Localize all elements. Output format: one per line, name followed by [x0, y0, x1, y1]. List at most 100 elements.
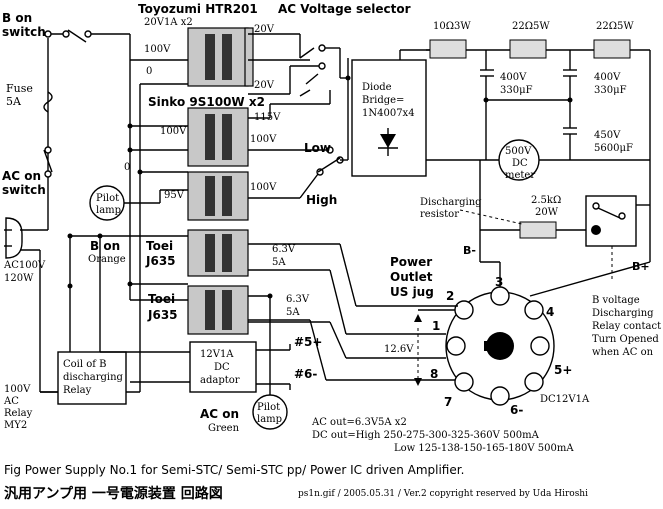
svg-text:J635: J635	[145, 254, 176, 268]
svg-text:2.5kΩ: 2.5kΩ	[531, 195, 561, 206]
svg-text:400V: 400V	[500, 72, 527, 83]
svg-text:Pilot: Pilot	[257, 402, 280, 413]
svg-text:22Ω5W: 22Ω5W	[596, 21, 634, 32]
svg-text:MY2: MY2	[4, 420, 27, 431]
svg-text:100V: 100V	[160, 126, 187, 137]
svg-text:5A: 5A	[272, 257, 286, 268]
svg-text:meter: meter	[505, 170, 535, 181]
svg-text:AC Voltage selector: AC Voltage selector	[278, 2, 411, 16]
svg-text:DC: DC	[512, 158, 528, 169]
svg-text:20V1A x2: 20V1A x2	[144, 17, 193, 28]
svg-text:Toyozumi HTR201: Toyozumi HTR201	[138, 2, 258, 16]
transformer-sinko-2	[187, 171, 249, 221]
svg-text:6.3V: 6.3V	[286, 294, 310, 305]
svg-text:1: 1	[432, 319, 440, 333]
svg-text:Sinko 9S100W x2: Sinko 9S100W x2	[148, 95, 265, 109]
svg-text:10Ω3W: 10Ω3W	[433, 21, 471, 32]
svg-text:Bridge=: Bridge=	[362, 95, 404, 106]
svg-text:Discharging: Discharging	[592, 308, 654, 319]
svg-text:Relay: Relay	[4, 408, 33, 419]
svg-text:lamp: lamp	[96, 205, 121, 216]
svg-text:Coil of B: Coil of B	[63, 359, 107, 370]
svg-text:Power: Power	[390, 255, 432, 269]
svg-text:lamp: lamp	[257, 414, 282, 425]
svg-text:Discharging: Discharging	[420, 197, 482, 208]
svg-text:Fuse: Fuse	[6, 82, 33, 95]
svg-text:Orange: Orange	[88, 254, 126, 265]
svg-text:Outlet: Outlet	[390, 270, 433, 284]
filter-section: 10Ω3W 22Ω5W 22Ω5W 400V 330μF 400V 330μF …	[420, 21, 661, 358]
svg-text:B-: B-	[463, 244, 476, 257]
svg-text:Relay: Relay	[63, 385, 92, 396]
svg-text:汎用アンプ用 一号電源装置 回路図: 汎用アンプ用 一号電源装置 回路図	[4, 485, 223, 502]
svg-text:adaptor: adaptor	[200, 375, 240, 386]
svg-text:6-: 6-	[510, 403, 523, 417]
svg-text:6.3V: 6.3V	[272, 244, 296, 255]
svg-text:B on: B on	[90, 239, 120, 253]
svg-text:20V: 20V	[254, 80, 275, 91]
selector-wiring	[248, 33, 351, 199]
svg-text:5+: 5+	[554, 363, 572, 377]
svg-text:100V: 100V	[250, 134, 277, 145]
svg-text:discharging: discharging	[63, 372, 124, 383]
svg-text:Pilot: Pilot	[96, 193, 119, 204]
svg-text:3: 3	[495, 275, 503, 289]
transformer-toyozumi	[187, 27, 254, 87]
svg-text:AC on: AC on	[2, 169, 41, 183]
svg-text:switch: switch	[2, 25, 46, 39]
svg-text:4: 4	[546, 305, 554, 319]
svg-text:95V: 95V	[164, 190, 185, 201]
svg-text:5A: 5A	[286, 307, 300, 318]
svg-text:when AC on: when AC on	[592, 347, 654, 358]
transformer-toei-1	[187, 229, 249, 277]
pilot-lamp-1: Pilot lamp	[89, 185, 188, 221]
svg-text:Toei: Toei	[146, 239, 173, 253]
transformer-toei-2	[187, 285, 249, 335]
svg-text:450V: 450V	[594, 130, 621, 141]
left-wiring	[4, 29, 188, 393]
svg-text:330μF: 330μF	[594, 85, 627, 96]
svg-text:0: 0	[124, 162, 130, 173]
svg-text:400V: 400V	[594, 72, 621, 83]
svg-text:115V: 115V	[254, 112, 281, 123]
svg-text:5600μF: 5600μF	[594, 143, 633, 154]
svg-text:Green: Green	[208, 423, 240, 434]
svg-text:Turn Opened: Turn Opened	[592, 334, 659, 345]
svg-text:1N4007x4: 1N4007x4	[362, 108, 415, 119]
svg-text:20W: 20W	[535, 207, 559, 218]
svg-text:100V: 100V	[144, 44, 171, 55]
svg-text:500V: 500V	[505, 146, 532, 157]
svg-text:switch: switch	[2, 183, 46, 197]
svg-text:DC: DC	[214, 362, 230, 373]
svg-text:120W: 120W	[4, 273, 34, 284]
power-outlet	[414, 286, 555, 406]
svg-text:Toei: Toei	[148, 292, 175, 306]
svg-text:8: 8	[430, 367, 438, 381]
svg-text:resistor: resistor	[420, 209, 459, 220]
diode-bridge: Diode Bridge= 1N4007x4	[351, 49, 480, 177]
svg-text:Low: Low	[304, 141, 331, 155]
svg-text:B on: B on	[2, 11, 32, 25]
svg-text:#5+: #5+	[294, 335, 322, 349]
svg-text:2: 2	[446, 289, 454, 303]
svg-text:#6-: #6-	[294, 367, 317, 381]
svg-text:ps1n.gif / 2005.05.31 / Ver.2: ps1n.gif / 2005.05.31 / Ver.2 copyright …	[298, 489, 588, 499]
svg-text:US jug: US jug	[390, 285, 434, 299]
svg-text:J635: J635	[147, 308, 178, 322]
svg-text:High: High	[306, 193, 337, 207]
svg-text:Diode: Diode	[362, 82, 392, 93]
dc-adaptor: 12V1A DC adaptor Pilot lamp	[100, 341, 291, 430]
svg-text:AC on: AC on	[200, 407, 239, 421]
svg-text:DC out=High 250-275-300-325-36: DC out=High 250-275-300-325-360V 500mA	[312, 430, 540, 441]
svg-text:100V: 100V	[250, 182, 277, 193]
svg-text:5A: 5A	[6, 95, 22, 108]
svg-text:B voltage: B voltage	[592, 295, 640, 306]
svg-text:Relay contact: Relay contact	[592, 321, 661, 332]
svg-text:Low 125-138-150-165-180V 500m: Low 125-138-150-165-180V 500mA	[394, 443, 574, 454]
svg-text:330μF: 330μF	[500, 85, 533, 96]
svg-text:22Ω5W: 22Ω5W	[512, 21, 550, 32]
svg-text:100V: 100V	[4, 384, 31, 395]
transformer-sinko	[187, 107, 249, 167]
